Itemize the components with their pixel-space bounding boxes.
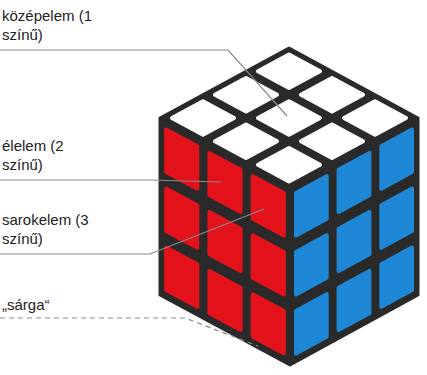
sticker — [258, 55, 320, 89]
sticker — [166, 248, 197, 307]
sticker — [344, 101, 406, 135]
sticker — [296, 235, 327, 294]
sticker — [172, 101, 234, 135]
cube-body — [160, 48, 418, 365]
sticker — [296, 176, 327, 235]
part-label: „sárga“ — [2, 295, 94, 314]
sticker — [253, 176, 284, 235]
sticker — [166, 189, 197, 248]
sticker — [253, 235, 284, 294]
sticker — [301, 125, 363, 159]
sticker — [301, 78, 363, 112]
part-label: középelem (1 színű) — [2, 6, 94, 44]
sticker — [209, 212, 240, 271]
sticker — [296, 294, 327, 353]
part-label: élelem (2 színű) — [2, 136, 94, 174]
sticker — [339, 153, 370, 212]
sticker — [258, 101, 320, 135]
sticker — [339, 271, 370, 330]
sticker — [339, 212, 370, 271]
leader-line — [0, 209, 264, 254]
cube-frame — [160, 48, 418, 365]
sticker — [381, 189, 412, 248]
sticker — [381, 130, 412, 189]
sticker — [209, 271, 240, 330]
sticker — [166, 130, 197, 189]
leader-line — [0, 50, 287, 116]
sticker — [209, 153, 240, 212]
leader-line — [0, 180, 221, 182]
sticker — [215, 125, 277, 159]
leader-lines — [0, 50, 287, 346]
sticker — [258, 148, 320, 182]
part-label: sarokelem (3 színű) — [2, 210, 94, 248]
sticker — [381, 248, 412, 307]
leader-line — [0, 318, 258, 346]
sticker — [253, 294, 284, 353]
